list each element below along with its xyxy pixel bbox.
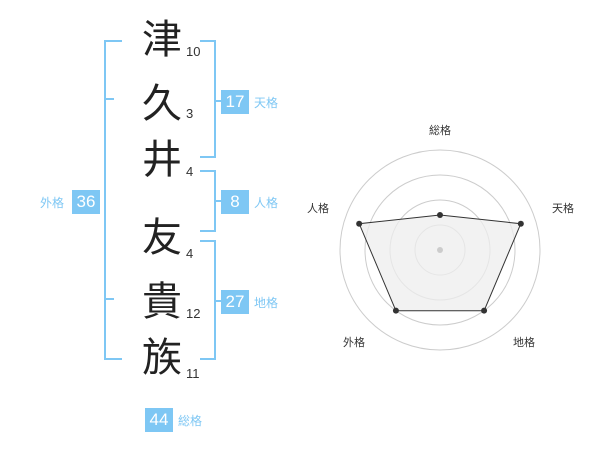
gaikaku-bracket-tick-2 <box>104 298 114 300</box>
stroke-count-5: 12 <box>186 306 201 321</box>
tenkaku-bracket-bottom <box>200 156 216 158</box>
radar-grid-ring <box>339 149 541 351</box>
radar-grid-ring <box>364 174 516 326</box>
name-char-1: 津 <box>142 17 182 63</box>
soukaku-value-badge: 44 <box>145 408 173 432</box>
chikaku-bracket-top <box>200 240 216 242</box>
radar-center-dot <box>437 247 443 253</box>
jinkaku-bracket-bottom <box>200 230 216 232</box>
radar-axis-label-gaikaku: 外格 <box>343 335 365 349</box>
radar-axis-label-tenkaku: 天格 <box>552 201 574 215</box>
name-char-3: 井 <box>142 137 182 183</box>
gaikaku-bracket-bottom <box>104 358 122 360</box>
name-char-6: 族 <box>142 335 182 381</box>
stroke-count-6: 11 <box>186 366 200 381</box>
gaikaku-bracket-tick-1 <box>104 98 114 100</box>
tenkaku-bracket-tick <box>214 100 222 102</box>
radar-point-1 <box>437 212 443 218</box>
radar-value-polygon <box>358 214 522 312</box>
radar-axis-label-soukaku: 総格 <box>429 123 451 137</box>
soukaku-label: 総格 <box>178 414 203 428</box>
radar-point-3 <box>481 307 488 314</box>
gaikaku-bracket-top <box>104 40 122 42</box>
stroke-count-2: 3 <box>186 106 194 121</box>
tenkaku-bracket-top <box>200 40 216 42</box>
stroke-count-3: 4 <box>186 164 194 179</box>
stroke-count-1: 10 <box>186 44 201 59</box>
tenkaku-value-badge: 17 <box>221 90 249 114</box>
gaikaku-value-badge: 36 <box>72 190 100 214</box>
jinkaku-bracket-tick <box>214 200 222 202</box>
radar-axis-label-jinkaku: 人格 <box>307 201 329 215</box>
gaikaku-label: 外格 <box>40 196 65 210</box>
radar-axis-label-chikaku: 地格 <box>513 335 535 349</box>
tenkaku-bracket-vertical <box>214 40 216 158</box>
gaikaku-bracket-vertical <box>104 40 106 360</box>
jinkaku-value-badge: 8 <box>221 190 249 214</box>
name-char-2: 久 <box>142 81 182 127</box>
chikaku-bracket-bottom <box>200 358 216 360</box>
chikaku-bracket-tick <box>214 300 222 302</box>
stroke-count-4: 4 <box>186 246 194 261</box>
jinkaku-bracket-top <box>200 170 216 172</box>
name-char-5: 貴 <box>142 279 182 325</box>
jinkaku-label: 人格 <box>254 196 279 210</box>
radar-point-5 <box>356 220 363 227</box>
chikaku-label: 地格 <box>254 296 279 310</box>
radar-point-4 <box>392 307 399 314</box>
chikaku-value-badge: 27 <box>221 290 249 314</box>
name-char-4: 友 <box>142 215 182 261</box>
tenkaku-label: 天格 <box>254 96 279 110</box>
radar-point-2 <box>517 220 524 227</box>
